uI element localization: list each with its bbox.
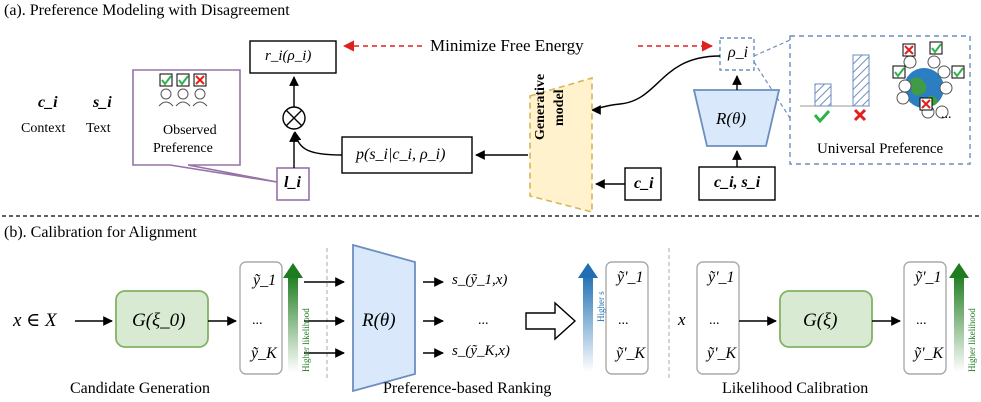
calibrated-1: ỹ'_1 <box>915 269 942 286</box>
observed-line2: Preference <box>153 141 213 156</box>
minimize-label: Minimize Free Energy <box>430 36 584 55</box>
calibrated-list <box>903 261 947 375</box>
score-1: s_(ỹ_1,x) <box>452 272 508 288</box>
caption-candidate-generation: Candidate Generation <box>70 380 210 397</box>
generator0-box <box>115 290 209 348</box>
generator0-label: G(ξ_0) <box>132 310 186 331</box>
context-input-box <box>624 167 662 201</box>
cross-icon <box>853 108 867 122</box>
reward-input-label: c_i, s_i <box>714 174 761 191</box>
likelihood-label: p(s_i|c_i, ρ_i) <box>356 146 446 163</box>
higher-s-bar <box>583 274 593 372</box>
vote-icons <box>892 41 965 111</box>
people-icons <box>896 55 953 119</box>
context-label: Context <box>21 121 66 136</box>
bar-agree <box>814 83 832 107</box>
generative-line1: Generative <box>533 73 548 140</box>
bar-disagree <box>852 54 870 107</box>
generator-label: G(ξ) <box>803 310 838 331</box>
reward-text: r_i(ρ_i) <box>265 48 312 64</box>
higher-likelihood-label: Higher likelihood <box>301 308 311 372</box>
candidate-list <box>239 261 283 375</box>
calib-input-1: ỹ'_1 <box>708 269 735 286</box>
hollow-arrow <box>525 301 577 341</box>
observed-line1: Observed <box>163 123 217 138</box>
caption-preference-ranking: Preference-based Ranking <box>383 380 552 397</box>
rho-box <box>719 37 755 71</box>
caption-likelihood-calibration: Likelihood Calibration <box>722 380 869 397</box>
calib-input-k: ỹ'_K <box>707 345 737 362</box>
part-b-title: (b). Calibration for Alignment <box>4 224 197 241</box>
reward-model-trapezoid-a <box>692 89 781 147</box>
universal-preference-label: Universal Preference <box>817 141 944 157</box>
input-label: x ∈ X <box>13 310 57 331</box>
label-symbol: l_i <box>284 174 301 191</box>
reward-label: r_i(ρ_i) <box>265 49 311 64</box>
calibrated-k: ỹ'_K <box>914 345 944 362</box>
calibration-input-list <box>696 261 740 375</box>
score-ellipsis: ... <box>478 313 489 328</box>
x-label: x <box>678 310 686 329</box>
candidate-ellipsis: ... <box>252 313 263 328</box>
likelihood-box <box>341 136 473 174</box>
context-symbol: c_i <box>38 94 58 111</box>
generative-model-trapezoid <box>529 76 593 214</box>
likelihood-bar-2 <box>954 274 964 372</box>
generative-line2: model <box>552 89 567 126</box>
ranked-1: ỹ'_1 <box>617 269 644 286</box>
generator-box <box>779 290 873 348</box>
ranked-list <box>605 261 649 375</box>
candidate-k: ỹ_K <box>251 345 277 362</box>
candidate-1: ỹ_1 <box>253 272 277 289</box>
calibrated-ellipsis: ... <box>916 313 927 328</box>
rho-label: ρ_i <box>728 44 749 61</box>
observed-votes <box>158 73 208 107</box>
higher-s-label: Higher s <box>596 291 606 322</box>
reward-model-trapezoid-b <box>352 243 416 393</box>
likelihood-bar <box>288 274 298 372</box>
text-label: Text <box>86 121 111 136</box>
check-icon <box>813 109 831 124</box>
context-input-label: c_i <box>634 175 654 192</box>
universal-ellipsis: ... <box>941 107 952 122</box>
text-symbol: s_i <box>93 94 112 111</box>
reward-model-label-a: R(θ) <box>716 109 747 128</box>
score-k: s_(ỹ_K,x) <box>452 343 510 359</box>
part-a-title: (a). Preference Modeling with Disagreeme… <box>4 2 290 19</box>
reward-box <box>249 40 337 74</box>
reward-model-label-b: R(θ) <box>362 310 396 331</box>
ranked-k: ỹ'_K <box>616 345 646 362</box>
ranked-ellipsis: ... <box>618 313 629 328</box>
label-box <box>276 167 310 201</box>
higher-likelihood-label-2: Higher likelihood <box>967 308 977 372</box>
calib-input-ellipsis: ... <box>709 313 720 328</box>
